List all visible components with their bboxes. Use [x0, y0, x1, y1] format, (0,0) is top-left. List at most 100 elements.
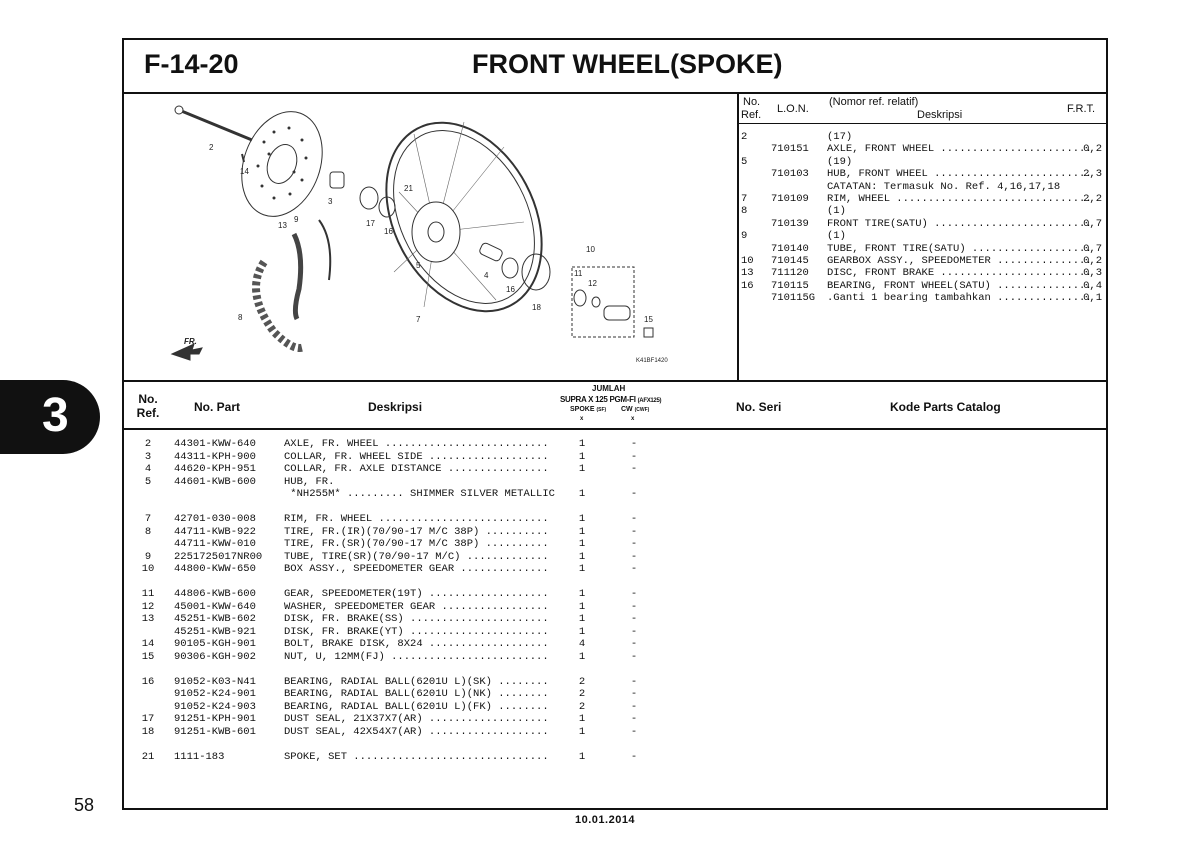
- qty-spoke: 1: [578, 563, 586, 575]
- part-ref-no: 5: [144, 475, 152, 488]
- footer-date: 10.01.2014: [575, 814, 636, 826]
- qty-spoke: 1: [578, 488, 586, 500]
- part-ref-no: 17: [141, 713, 155, 725]
- qty-spoke: 1: [578, 725, 586, 738]
- qty-cw: -: [630, 550, 638, 563]
- part-desc: TUBE, TIRE(SR)(70/90-17 M/C) ...........…: [284, 550, 549, 563]
- callout-label: 2: [209, 143, 214, 152]
- part-ref-no: 14: [141, 638, 155, 650]
- part-desc: *NH255M* ......... SHIMMER SILVER METALL…: [284, 488, 555, 500]
- part-desc: WASHER, SPEEDOMETER GEAR ...............…: [284, 600, 549, 613]
- ref-row: CATATAN: Termasuk No. Ref. 4,16,17,18: [739, 181, 1106, 193]
- page-title: FRONT WHEEL(SPOKE): [472, 49, 783, 79]
- qty-cw: -: [630, 625, 638, 638]
- ref-col-lon: L.O.N.: [777, 103, 809, 115]
- ref-no: 10: [741, 255, 754, 267]
- part-desc: DUST SEAL, 21X37X7(AR) .................…: [284, 713, 549, 725]
- callout-label: 16: [506, 285, 515, 294]
- callout-label: 14: [240, 167, 249, 176]
- qty-spoke: 1: [578, 613, 586, 625]
- qty-cw: -: [630, 700, 638, 713]
- ref-no: 16: [741, 279, 754, 292]
- ref-desc: DISC, FRONT BRAKE ......................…: [827, 267, 1092, 280]
- qty-spoke: 1: [578, 525, 586, 538]
- qty-spoke: 2: [578, 688, 586, 700]
- callout-label: 8: [238, 313, 243, 322]
- qty-cw: -: [630, 750, 638, 763]
- qty-cw: -: [630, 525, 638, 538]
- part-desc: COLLAR, FR. WHEEL SIDE .................…: [284, 450, 549, 463]
- col-catalog: Kode Parts Catalog: [890, 400, 1001, 414]
- ref-col-frt: F.R.T.: [1067, 103, 1096, 115]
- callout-label: 17: [366, 219, 375, 228]
- part-number: 45001-KWW-640: [174, 600, 256, 613]
- part-number: 44620-KPH-951: [174, 463, 256, 475]
- qty-cw: -: [630, 638, 638, 650]
- bearing-16-right: [501, 257, 519, 279]
- col-model-code: (AFX125): [637, 398, 662, 404]
- part-number: 45251-KWB-602: [174, 613, 256, 625]
- tube-edge: [318, 219, 332, 281]
- part-number: 91052-K03-N41: [174, 675, 256, 688]
- part-number: 44601-KWB-600: [174, 475, 256, 488]
- spokes-part: [393, 121, 525, 308]
- part-number: 2251725017NR00: [174, 550, 263, 563]
- part-number: 91052-K24-903: [174, 700, 256, 713]
- qty-spoke: 1: [578, 463, 586, 475]
- qty-cw: -: [630, 713, 638, 725]
- front-arrow-icon: [170, 343, 203, 361]
- col-spoke-name: SPOKE: [570, 406, 595, 413]
- ref-lon: 710115: [771, 279, 809, 292]
- part-number: 90306-KGH-902: [174, 650, 256, 663]
- ref-desc: GEARBOX ASSY., SPEEDOMETER .............…: [827, 255, 1092, 267]
- part-desc: DISK, FR. BRAKE(YT) ....................…: [284, 625, 549, 638]
- part-ref-no: 3: [144, 450, 152, 463]
- ref-lon: 711120: [771, 267, 809, 280]
- part-desc: COLLAR, FR. AXLE DISTANCE ..............…: [284, 463, 549, 475]
- part-ref-no: 11: [141, 588, 155, 600]
- part-number: 44806-KWB-600: [174, 588, 256, 600]
- axle-head: [174, 105, 184, 115]
- part-desc: NUT, U, 12MM(FJ) .......................…: [284, 650, 549, 663]
- qty-spoke: 1: [578, 513, 586, 525]
- col-spoke-code: (SF): [596, 407, 607, 413]
- qty-cw: -: [630, 463, 638, 475]
- part-desc: BEARING, RADIAL BALL(6201U L)(NK) ......…: [284, 688, 549, 700]
- part-desc: BOX ASSY., SPEEDOMETER GEAR ............…: [284, 563, 549, 575]
- callout-labels: 2 14 3 13 21 17 16 5 4 16 18 10 11 12 15…: [184, 143, 668, 364]
- collar-part: [329, 171, 345, 189]
- ref-desc: (1): [827, 230, 846, 243]
- part-ref-no: 21: [141, 750, 155, 763]
- ref-frt: 0,2: [1083, 255, 1102, 267]
- col-model-name: SUPRA X 125 PGM-FI: [560, 395, 636, 404]
- ref-no: 8: [741, 205, 748, 218]
- qty-spoke: 1: [578, 538, 586, 550]
- part-number: 90105-KGH-901: [174, 638, 256, 650]
- callout-label: 5: [416, 261, 421, 270]
- part-number: 1111-183: [174, 750, 225, 763]
- part-number: 91251-KWB-601: [174, 725, 256, 738]
- qty-cw: -: [630, 600, 638, 613]
- part-ref-no: 18: [141, 725, 155, 738]
- ref-col-no-line1: No.: [743, 96, 761, 108]
- ref-row: 8(1): [739, 205, 1106, 217]
- dust-seal-18: [521, 253, 551, 291]
- ref-frt: 0,7: [1083, 242, 1102, 255]
- ref-lon: 710151: [771, 143, 809, 156]
- qty-spoke: 1: [578, 600, 586, 613]
- ref-no: 2: [741, 131, 748, 143]
- part-desc: TIRE, FR.(IR)(70/90-17 M/C 38P) ........…: [284, 525, 549, 538]
- ref-no: 13: [741, 267, 754, 280]
- front-direction-label: FR.: [184, 337, 197, 346]
